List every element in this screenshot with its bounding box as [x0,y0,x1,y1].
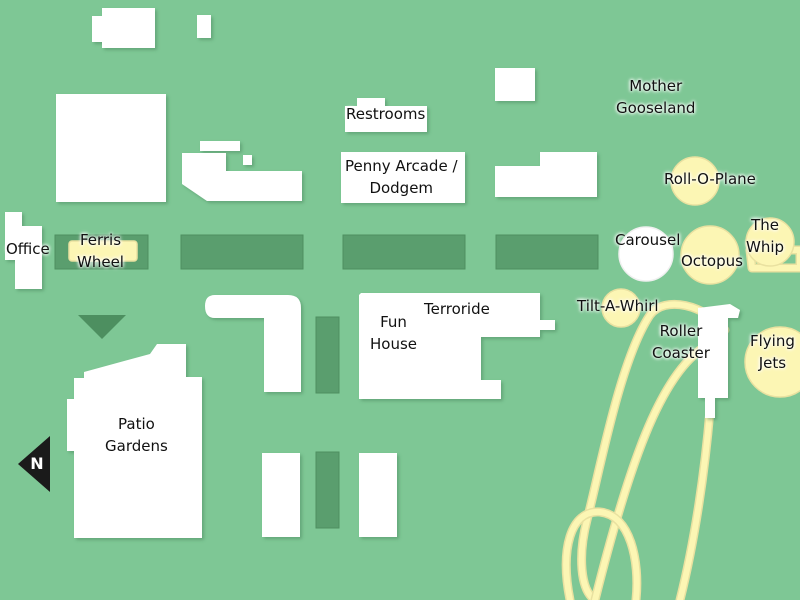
triangle-down-icon [78,315,126,339]
triangle-left-icon[interactable] [18,436,50,492]
penny-arcade-label[interactable]: Penny Arcade / Dodgem [345,157,458,197]
octopus-label[interactable]: Octopus [681,252,743,270]
terroride-label[interactable]: Terroride [424,300,490,318]
restrooms-label[interactable]: Restrooms [346,105,426,123]
carousel-label[interactable]: Carousel [615,231,681,249]
roller-coaster-label[interactable]: Roller Coaster [652,322,710,362]
rides [68,156,800,398]
mother-gooseland-label[interactable]: Mother Gooseland [616,77,696,117]
north-indicator-label: N [30,454,44,473]
parking-lots [54,234,599,529]
roll-o-plane-label[interactable]: Roll-O-Plane [664,170,756,188]
buildings [5,8,740,538]
the-whip-label[interactable]: The Whip [746,216,785,256]
flying-jets-label[interactable]: Flying Jets [750,332,795,372]
office-label[interactable]: Office [6,240,50,258]
roller-coaster-track [561,245,800,600]
ferris-wheel-label[interactable]: Ferris Wheel [77,231,124,271]
patio-gardens-label[interactable]: Patio Gardens [105,415,168,455]
tilt-a-whirl-label[interactable]: Tilt-A-Whirl [577,297,659,315]
fun-house-label[interactable]: Fun House [370,313,418,353]
